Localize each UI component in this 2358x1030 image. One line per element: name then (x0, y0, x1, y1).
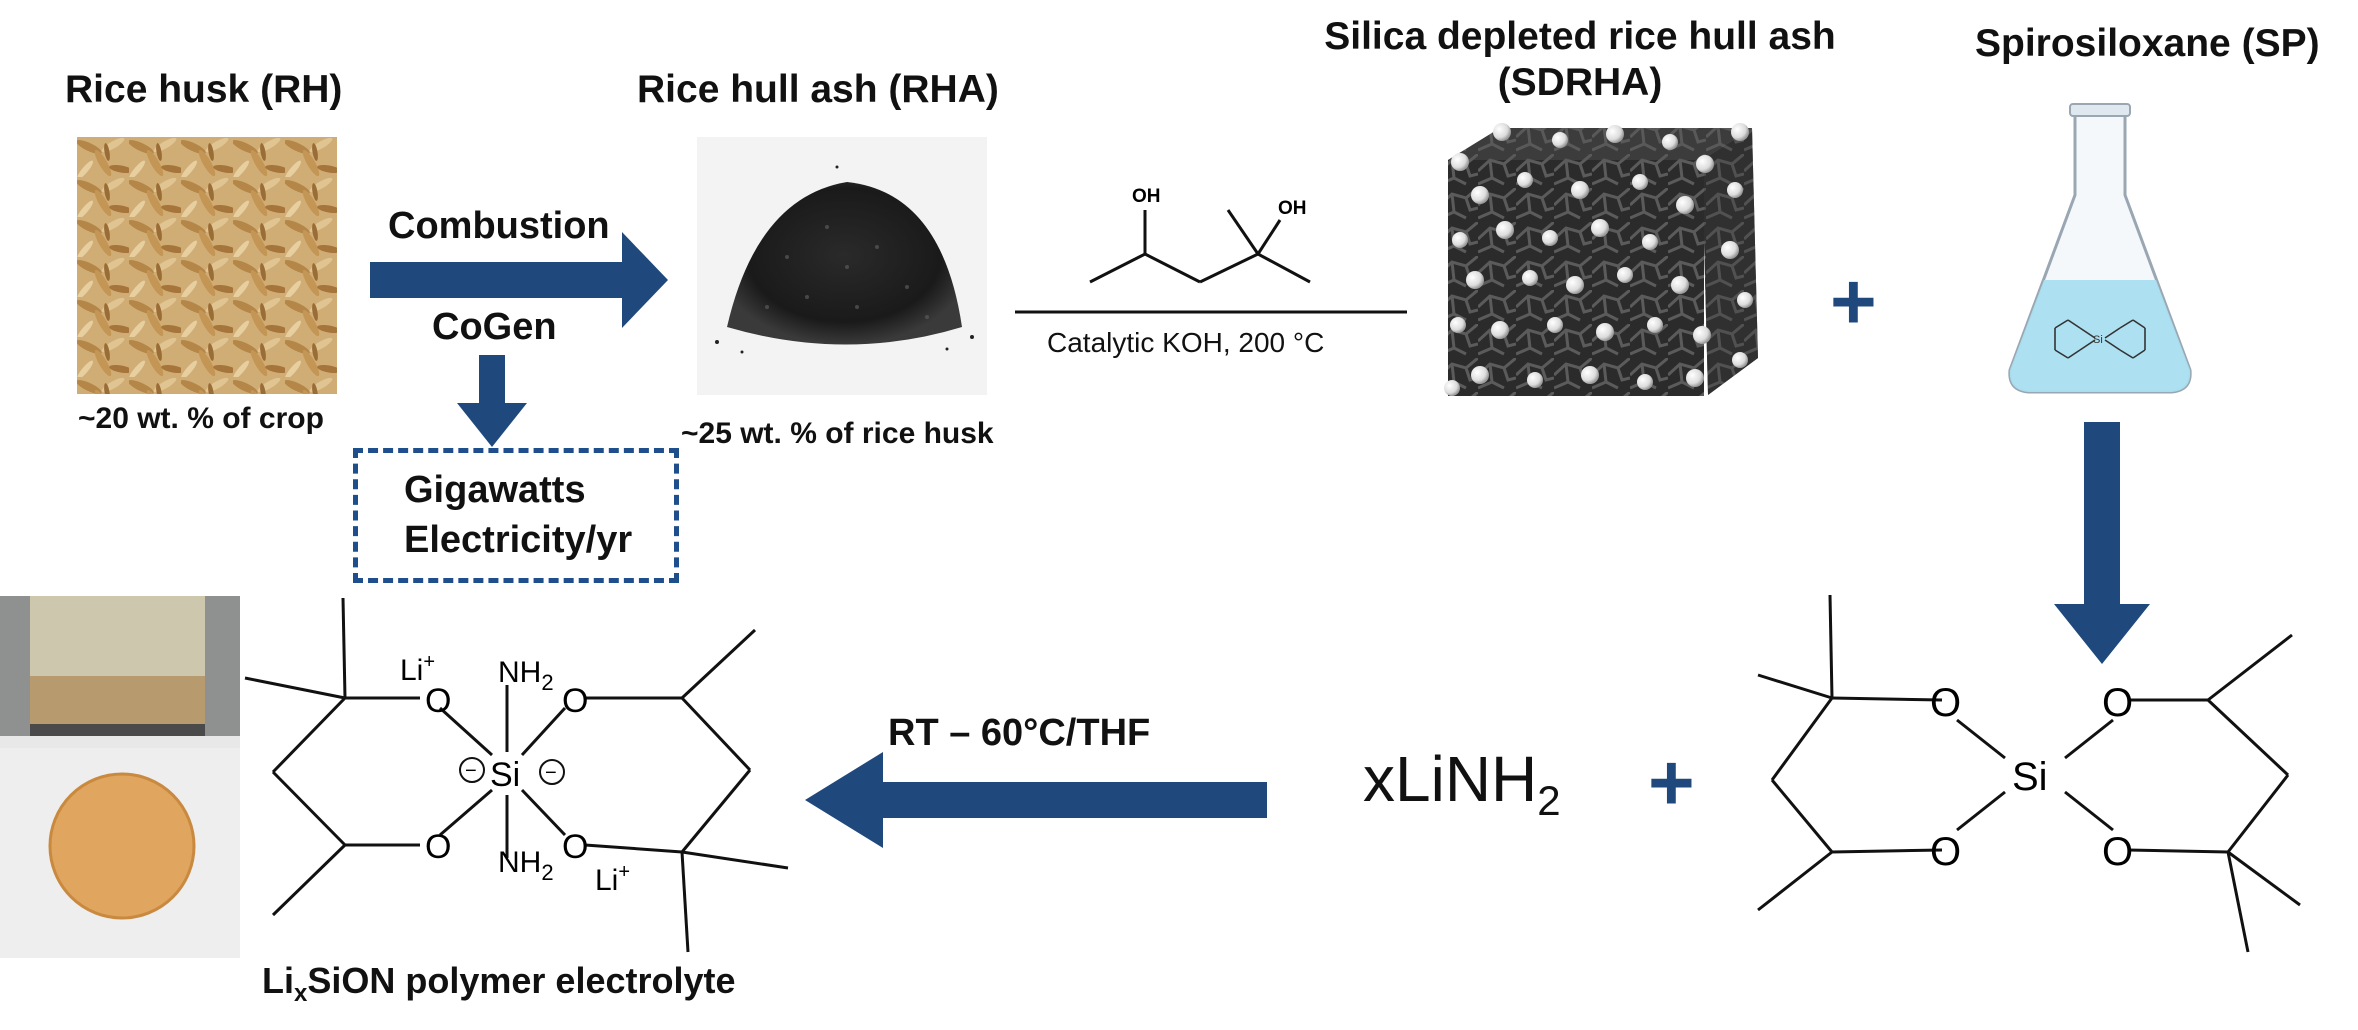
lix-li-top: Li+ (400, 651, 435, 687)
lix-o-2: O (425, 828, 451, 866)
combustion-label: Combustion (388, 205, 610, 247)
product-label: LixSiON polymer electrolyte (262, 960, 736, 1008)
reaction-condition: RT – 60°C/THF (888, 712, 1151, 754)
lix-minus-right: − (545, 762, 557, 784)
electricity-line2: Electricity/yr (404, 519, 633, 561)
sp-o-2: O (1930, 830, 1961, 874)
electricity-line1: Gigawatts (404, 469, 586, 511)
sp-o-3: O (2102, 681, 2133, 725)
rice-husk-photo (77, 137, 337, 394)
spirosiloxane-title: Spirosiloxane (SP) (1975, 22, 2320, 65)
rice-hull-ash-photo (697, 137, 987, 395)
lix-nh2-top: NH2 (498, 656, 554, 695)
cogen-down-arrow (457, 355, 527, 447)
sp-o-4: O (2102, 830, 2133, 874)
lixsion-structure: O O O O Si NH2 NH2 Li+ Li+ − − (244, 597, 789, 953)
lix-minus-left: − (465, 760, 477, 782)
sdrha-title-line2: (SDRHA) (1497, 61, 1663, 104)
flask-si-label: Si (2093, 334, 2103, 346)
product-label-sub: x (294, 980, 308, 1008)
cogen-label: CoGen (432, 306, 557, 348)
catalytic-condition: Catalytic KOH, 200 °C (1047, 327, 1325, 358)
product-label-prefix: Li (262, 960, 294, 1001)
plus-sign-top: + (1830, 257, 1877, 346)
electricity-text: Gigawatts Electricity/yr (404, 465, 632, 565)
lithium-amide-reagent: xLiNH2 (1363, 742, 1561, 825)
product-vial-art (0, 596, 240, 748)
oh-label-2: OH (1278, 198, 1307, 219)
rice-hull-ash-photo-art (697, 137, 987, 395)
spirosiloxane-flask: Si (2008, 103, 2192, 394)
reagent-subscript: 2 (1537, 776, 1561, 824)
lix-o-1: O (425, 682, 451, 720)
sp-si: Si (2012, 755, 2048, 799)
lix-o-4: O (562, 828, 588, 866)
sdrha-title: Silica depleted rice hull ash (SDRHA) (1290, 14, 1870, 106)
sp-o-1: O (1930, 681, 1961, 725)
sdrha-porous-cube (1444, 123, 1758, 396)
plus-sign-bottom: + (1648, 738, 1695, 827)
combustion-arrow (370, 232, 668, 328)
sdrha-title-line1: Silica depleted rice hull ash (1324, 15, 1836, 58)
rice-hull-ash-title: Rice hull ash (RHA) (637, 68, 999, 111)
rice-husk-caption: ~20 wt. % of crop (78, 402, 324, 435)
rice-hull-ash-caption: ~25 wt. % of rice husk (681, 417, 994, 450)
electricity-box (353, 448, 679, 583)
lix-si: Si (490, 756, 520, 794)
rice-husk-title: Rice husk (RH) (65, 68, 343, 111)
rice-husk-photo-art (77, 137, 337, 394)
reagent-base: xLiNH (1363, 743, 1538, 815)
reaction-arrow (805, 752, 1267, 848)
hexylene-glycol-structure: OH OH (1015, 186, 1407, 314)
lix-li-bottom: Li+ (595, 861, 630, 897)
spirosiloxane-structure: O O O O Si (1757, 594, 2301, 953)
product-membrane-photo (0, 748, 240, 958)
product-label-suffix: SiON polymer electrolyte (307, 960, 736, 1001)
spirosiloxane-down-arrow (2054, 422, 2150, 664)
product-vial-photo (0, 596, 240, 748)
lix-nh2-bottom: NH2 (498, 846, 554, 885)
oh-label-1: OH (1132, 186, 1161, 207)
product-membrane-art (0, 748, 240, 958)
lix-o-3: O (562, 682, 588, 720)
